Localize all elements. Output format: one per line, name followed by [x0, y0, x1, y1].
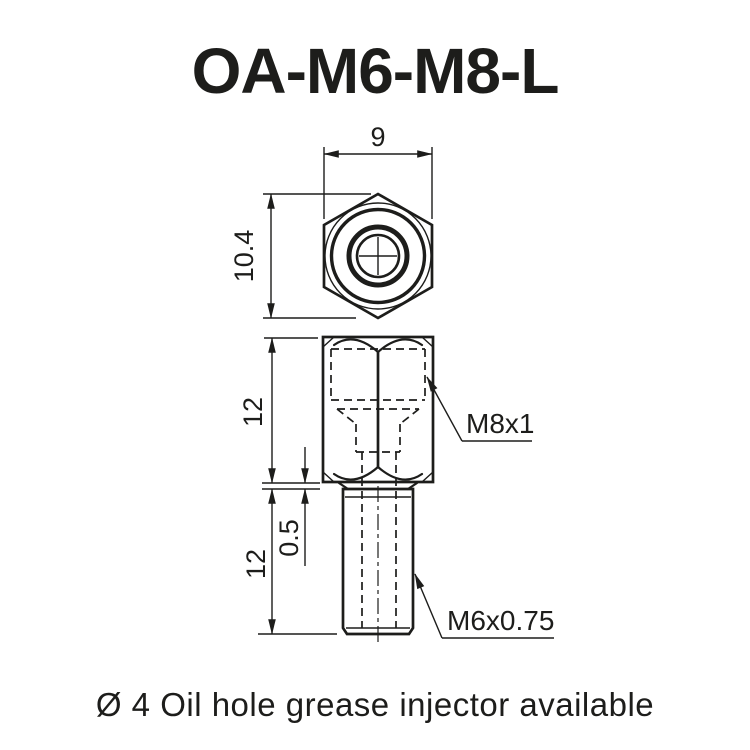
hex-top-arc-left	[332, 338, 380, 354]
hex-outline	[322, 192, 434, 320]
front-view: 12 0.5 12 M8x1 M6x0.75	[238, 335, 554, 644]
availability-note: Ø 4 Oil hole grease injector available	[96, 686, 654, 723]
hex-bottom-arc-right	[376, 465, 424, 481]
corner-chamfer	[421, 471, 434, 483]
thread-label: M8x1	[466, 408, 534, 439]
hex-top-arc-right	[376, 338, 424, 354]
corner-chamfer	[421, 336, 434, 348]
oil-hole-circle	[355, 233, 401, 279]
dimension-value: 12	[241, 549, 271, 579]
hex-body-outline	[321, 335, 435, 484]
front-view-part	[321, 335, 435, 644]
dimension-thread-length: 12	[241, 488, 337, 635]
dimension-collar: 0.5	[262, 447, 320, 566]
part-title: OA-M6-M8-L	[192, 35, 559, 107]
corner-chamfer	[322, 336, 335, 348]
corner-chamfer	[322, 471, 335, 483]
shaft-outline	[341, 487, 415, 636]
dimension-across-flats: 9	[323, 122, 433, 219]
counterbore-circle	[346, 224, 410, 288]
top-view: 9 10.4	[229, 122, 434, 320]
inscribed-circle	[324, 202, 432, 310]
dimension-across-corners: 10.4	[229, 193, 371, 319]
leader-line	[426, 376, 463, 442]
dimension-hex-length: 12	[238, 337, 320, 484]
leader-internal-thread: M8x1	[426, 376, 534, 442]
dimension-value: 10.4	[229, 230, 259, 283]
thread-label: M6x0.75	[447, 605, 554, 636]
dimension-value: 9	[370, 122, 385, 152]
dimension-value: 0.5	[274, 519, 304, 557]
leader-line	[414, 573, 443, 639]
dimension-value: 12	[238, 397, 268, 427]
leader-external-thread: M6x0.75	[414, 573, 554, 639]
chamfer-circle	[329, 207, 427, 305]
top-view-part	[322, 192, 434, 320]
hidden-thread-lines	[330, 348, 426, 628]
hex-bottom-arc-left	[332, 465, 380, 481]
